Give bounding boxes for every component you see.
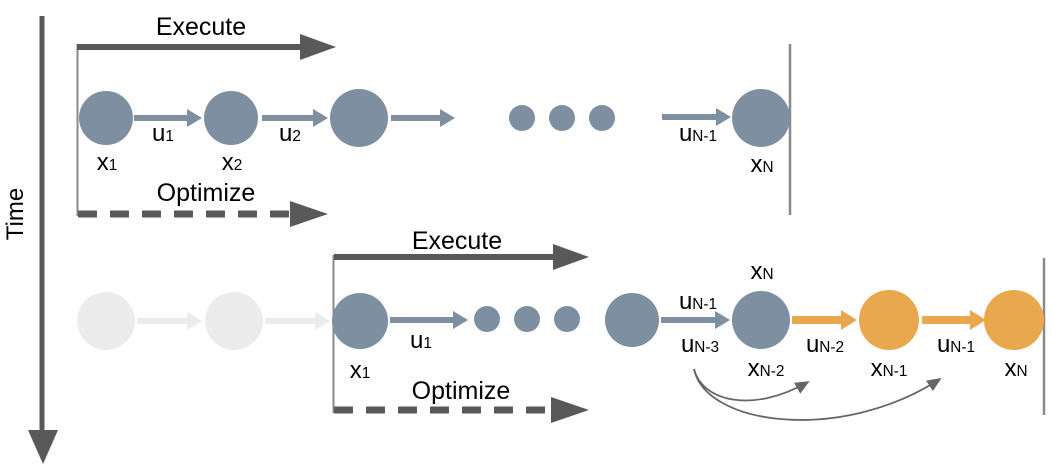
iter2-ellipsis-dot [554,306,580,332]
iter1-ellipsis-dot [589,105,615,131]
iter2-ellipsis-dot [474,306,500,332]
iter2-faded-node-2 [205,292,263,350]
iter2-label-x1: x1 [349,357,371,384]
iter1-label-xN: xN [750,151,774,178]
iter2-uN1-gray-arrow [661,311,730,329]
iter2-label-uN1-orange: uN-1 [936,331,976,358]
iter2-execute-arrow [334,244,589,270]
iter1-optimize-arrow [78,201,328,227]
iter1-optimize-label: Optimize [156,179,256,207]
iter1-state-node-x3 [330,89,388,147]
iter2-label-uN1-above: uN-1 [678,288,718,315]
iter1-execute-label: Execute [155,13,247,41]
iter2-label-u1: u1 [410,327,432,354]
iter2-execute-label: Execute [411,227,503,255]
iter2-state-node-xN [984,290,1044,350]
iter2-uN2-orange-arrow [792,310,857,330]
iter2-state-node-xN3 [605,293,659,347]
iter2-label-xN1: xN-1 [870,355,908,382]
curved-arrow-to-uN1 [693,368,942,421]
iter2-optimize-label: Optimize [411,377,511,405]
iter1-u1-arrow [134,109,202,127]
iter2-label-uN2: uN-2 [805,331,845,358]
iter2-label-xN2-below: xN-2 [747,355,785,382]
iter2-faded-arrow-2 [265,312,330,330]
iter2-u1-arrow [390,311,468,329]
iter2-state-node-xN1 [859,290,919,350]
iter1-state-node-xN [732,89,790,147]
iter2-label-xN-final: xN [1004,355,1028,382]
iter1-ellipsis-dot [549,105,575,131]
iter1-uN1-arrow [662,108,731,126]
iter2-state-node-x1 [332,293,388,349]
iter1-state-node-x2 [204,91,258,145]
iter2-faded-node-1 [77,292,135,350]
iter1-label-x2: x2 [221,149,243,176]
iter2-uN1-orange-arrow [922,310,986,330]
iter1-ellipsis-arrow [391,109,455,127]
iter1-label-u1: u1 [152,120,174,147]
time-axis-arrow [28,16,58,464]
iter1-label-x1: x1 [96,149,118,176]
iter1-label-u2: u2 [279,120,301,147]
iter2-state-node-xN2 [732,291,790,349]
time-axis-label: Time [2,187,29,241]
iter1-label-uN1: uN-1 [678,120,718,147]
iter2-optimize-arrow [334,397,589,423]
iter1-ellipsis-dot [509,105,535,131]
iter2-label-uN3-below: uN-3 [680,331,720,358]
iter2-ellipsis-dot [514,306,540,332]
iter2-label-xN-above: xN [750,258,774,285]
iter1-state-node-x1 [79,91,133,145]
iter1-execute-arrow [77,34,336,60]
iter1-u2-arrow [262,109,328,127]
iter2-faded-arrow-1 [137,312,202,330]
